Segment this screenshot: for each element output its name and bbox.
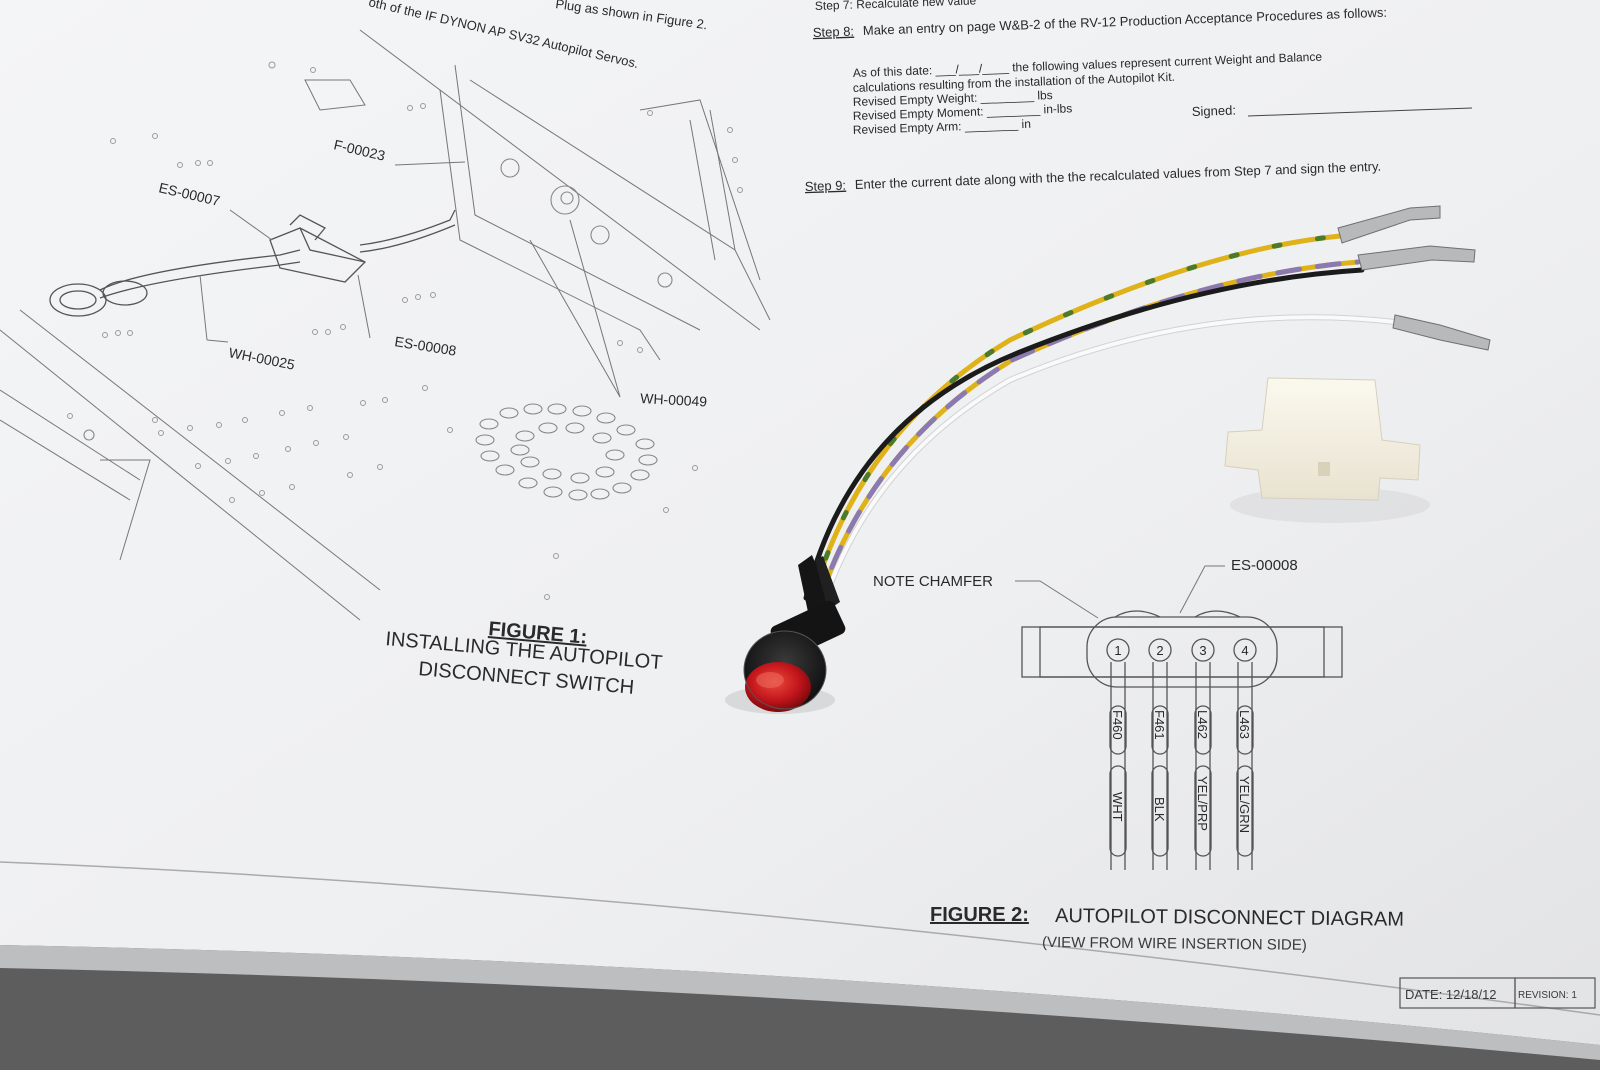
wire-id-l462: L462 bbox=[1195, 710, 1210, 739]
wire-color-yel-grn: YEL/GRN bbox=[1237, 776, 1252, 833]
wire-color-yel-prp: YEL/PRP bbox=[1195, 776, 1210, 831]
pin-1: 1 F460 WHT bbox=[1106, 638, 1130, 870]
pin-4: 4 L463 YEL/GRN bbox=[1233, 638, 1257, 870]
svg-text:4: 4 bbox=[1241, 643, 1248, 658]
disconnect-switch bbox=[725, 555, 846, 714]
crimp-terminals bbox=[1337, 205, 1491, 351]
title-block: DATE: 12/18/12 REVISION: 1 bbox=[1399, 977, 1596, 1009]
svg-text:3: 3 bbox=[1199, 643, 1206, 658]
wire-id-f461: F461 bbox=[1152, 710, 1167, 740]
page-edge bbox=[0, 945, 1600, 1060]
wire-harness bbox=[803, 233, 1398, 611]
revised-arm: Revised Empty Arm: ________ in bbox=[853, 117, 1031, 137]
figure2-caption-text: AUTOPILOT DISCONNECT DIAGRAM bbox=[1055, 905, 1404, 931]
step9-label: Step 9: bbox=[805, 178, 847, 194]
hole-pattern bbox=[475, 403, 658, 501]
svg-text:1: 1 bbox=[1114, 643, 1121, 658]
revised-weight: Revised Empty Weight: ________ lbs bbox=[853, 88, 1053, 109]
title-block-revision: REVISION: 1 bbox=[1518, 990, 1577, 1001]
figure1-caption: FIGURE 1: INSTALLING THE AUTOPILOT DISCO… bbox=[385, 618, 664, 699]
pin-3: 3 L462 YEL/PRP bbox=[1191, 638, 1215, 870]
svg-text:2: 2 bbox=[1156, 643, 1163, 658]
wire-color-blk: BLK bbox=[1152, 797, 1167, 822]
figure2-diagram: 1 F460 WHT 2 F461 BLK 3 L462 YEL/PRP bbox=[873, 557, 1404, 954]
wire-id-l463: L463 bbox=[1237, 710, 1252, 739]
signed-label: Signed: bbox=[1192, 102, 1237, 119]
figure2-caption: FIGURE 2: AUTOPILOT DISCONNECT DIAGRAM (… bbox=[930, 904, 1404, 954]
title-block-date: DATE: 12/18/12 bbox=[1405, 987, 1497, 1002]
figure2-caption-sub: (VIEW FROM WIRE INSERTION SIDE) bbox=[1042, 934, 1307, 954]
manual-page bbox=[0, 0, 1600, 1045]
wire-id-f460: F460 bbox=[1110, 710, 1125, 740]
wire-color-wht: WHT bbox=[1110, 792, 1125, 822]
es00008-label: ES-00008 bbox=[1231, 557, 1298, 574]
step8-label: Step 8: bbox=[813, 24, 855, 40]
note-chamfer-label: NOTE CHAMFER bbox=[873, 573, 993, 590]
label-wh00049: WH-00049 bbox=[640, 390, 708, 409]
pin-2: 2 F461 BLK bbox=[1148, 638, 1172, 870]
figure2-caption-title: FIGURE 2: bbox=[930, 904, 1029, 926]
connector-plug bbox=[1224, 377, 1430, 523]
